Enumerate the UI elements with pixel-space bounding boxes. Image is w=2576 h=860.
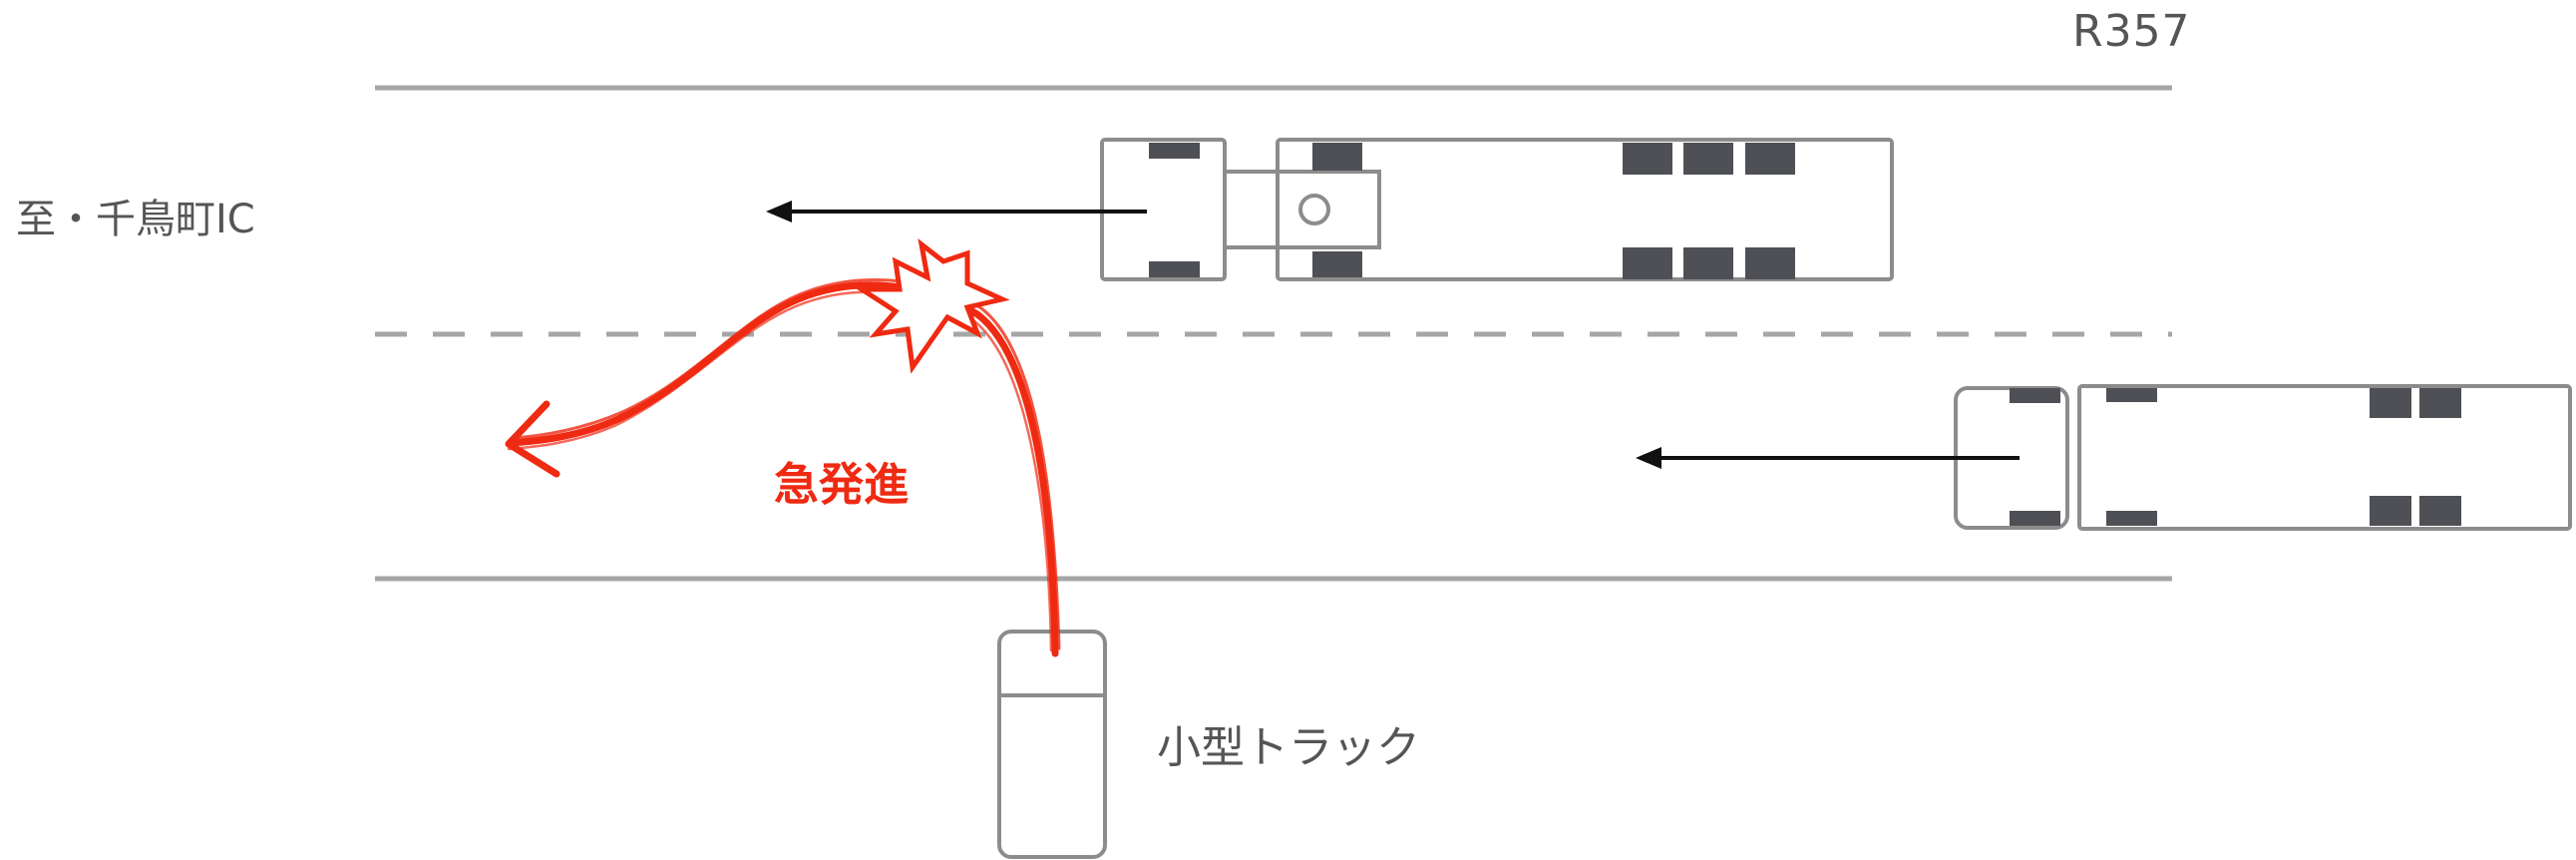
arrow-left-icon <box>1636 447 2020 469</box>
sudden-start-label: 急発進 <box>774 458 910 511</box>
wheel <box>2106 388 2157 402</box>
wheel <box>1683 143 1733 175</box>
wheel <box>1623 143 1672 175</box>
swerve-path-arrow-icon <box>505 278 1061 657</box>
wheel <box>1312 251 1362 277</box>
wheel <box>1683 247 1733 279</box>
wheel <box>2419 388 2461 418</box>
swerve-path-arrowhead <box>505 400 560 478</box>
wheel <box>2370 388 2411 418</box>
lower-lane-truck <box>1954 384 2572 531</box>
destination-label: 至・千鳥町IC <box>16 197 255 242</box>
road <box>375 85 2172 582</box>
trailer-truck-trailer <box>1276 138 1894 281</box>
wheel <box>2106 511 2157 526</box>
wheel <box>1623 247 1672 279</box>
wheel <box>2010 388 2060 403</box>
arrow-left-icon <box>766 201 1147 222</box>
small-truck-label: 小型トラック <box>1157 722 1420 773</box>
small-truck <box>997 630 1107 859</box>
direction-arrows <box>766 201 2020 469</box>
wheel <box>2419 496 2461 526</box>
trailer-truck-coupling <box>1223 170 1381 249</box>
trailer-truck-kingpin <box>1298 194 1330 225</box>
lower-lane-truck-wheels <box>2010 388 2461 526</box>
wheel <box>1149 143 1200 159</box>
wheel <box>1745 143 1795 175</box>
wheel <box>1149 261 1200 277</box>
wheel <box>1312 143 1362 171</box>
swerve-path <box>507 281 1059 657</box>
trailer-truck-wheels <box>1149 143 1795 279</box>
road-name-label: R357 <box>2072 6 2191 57</box>
wheel <box>2370 496 2411 526</box>
wheel <box>2010 511 2060 526</box>
wheel <box>1745 247 1795 279</box>
collision-starburst-icon <box>853 238 1010 374</box>
small-truck-body <box>997 630 1107 859</box>
trailer-truck <box>1100 138 1894 281</box>
lower-lane-truck-body <box>2077 384 2572 531</box>
